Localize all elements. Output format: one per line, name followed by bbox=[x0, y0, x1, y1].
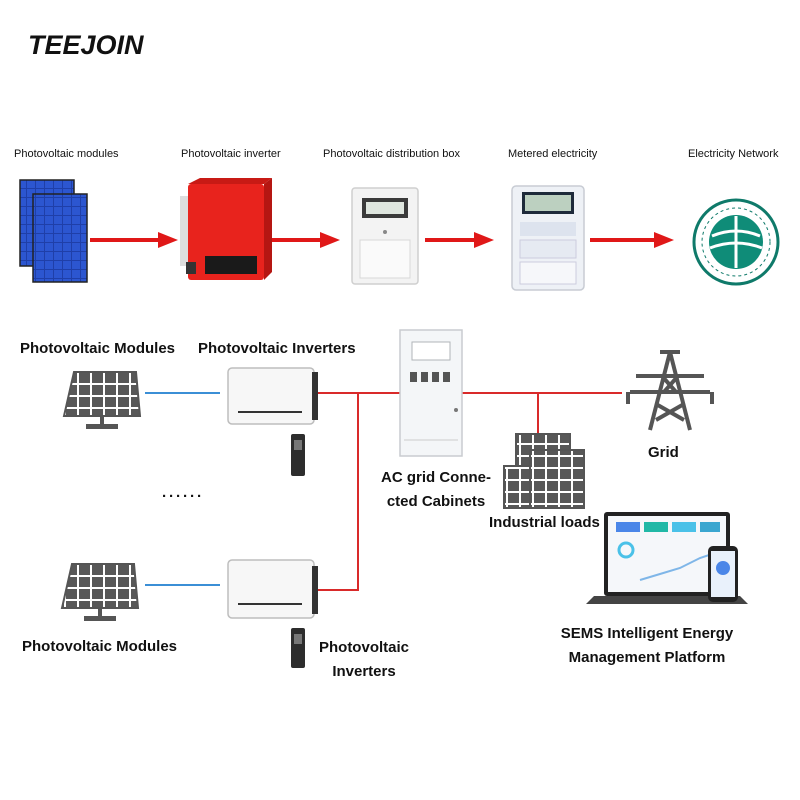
step-label-metered: Metered electricity bbox=[508, 148, 598, 160]
label-pv-modules-bottom: Photovoltaic Modules bbox=[22, 638, 178, 655]
label-line: cted Cabinets bbox=[386, 493, 486, 510]
label-pv-modules-top: Photovoltaic Modules bbox=[20, 340, 176, 357]
ac-line-bottom bbox=[318, 393, 359, 591]
inverter-icon bbox=[227, 367, 318, 476]
transmission-tower-icon bbox=[626, 350, 714, 431]
label-pv-inverters-bottom: Photovoltaic Inverters bbox=[318, 636, 410, 684]
step-label-network: Electricity Network bbox=[688, 148, 779, 160]
label-industrial-loads: Industrial loads bbox=[489, 514, 600, 531]
laptop-dashboard-icon bbox=[586, 512, 748, 604]
ellipsis-more: ······ bbox=[162, 488, 204, 505]
label-line: SEMS Intelligent Energy bbox=[560, 625, 734, 642]
inverter-icon bbox=[227, 559, 318, 668]
brand-logo: TEEJOIN bbox=[28, 30, 144, 60]
label-ac-cabinet: AC grid Conne- cted Cabinets bbox=[374, 466, 498, 514]
flow-arrow-4 bbox=[590, 232, 674, 248]
label-pv-inverters-top: Photovoltaic Inverters bbox=[198, 340, 356, 357]
solar-panel-outline-icon bbox=[62, 371, 142, 429]
electricity-meter-icon bbox=[511, 185, 585, 291]
label-line: Inverters bbox=[332, 663, 396, 680]
label-line: Management Platform bbox=[568, 649, 726, 666]
industrial-building-icon bbox=[503, 433, 585, 509]
flow-arrow-3 bbox=[425, 232, 494, 248]
solar-panel-icon bbox=[19, 179, 88, 283]
label-line: Photovoltaic bbox=[318, 639, 409, 656]
step-label-distribution-box: Photovoltaic distribution box bbox=[323, 148, 460, 160]
red-inverter-icon bbox=[180, 178, 272, 280]
solar-panel-outline-icon bbox=[60, 563, 140, 621]
step-label-inverter: Photovoltaic inverter bbox=[181, 148, 281, 160]
ac-cabinet-icon bbox=[399, 329, 463, 457]
distribution-box-icon bbox=[351, 187, 419, 285]
label-sems-platform: SEMS Intelligent Energy Management Platf… bbox=[538, 622, 756, 670]
flow-arrow-1 bbox=[90, 232, 178, 248]
grid-company-logo-icon bbox=[692, 198, 780, 286]
phone-app-icon bbox=[708, 546, 738, 602]
label-line: AC grid Conne- bbox=[381, 469, 491, 486]
label-grid: Grid bbox=[648, 444, 679, 461]
flow-arrow-2 bbox=[268, 232, 340, 248]
step-label-modules: Photovoltaic modules bbox=[14, 148, 119, 160]
